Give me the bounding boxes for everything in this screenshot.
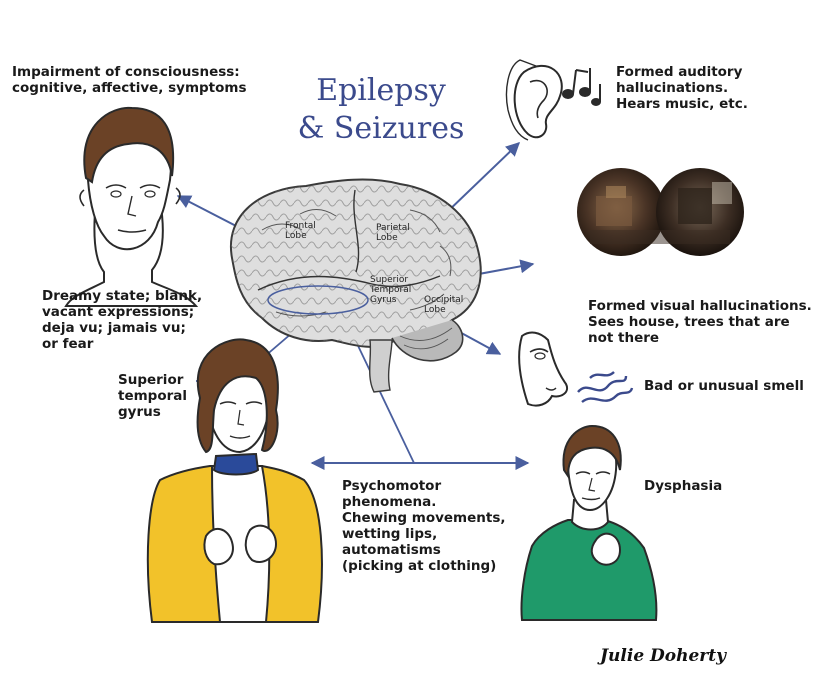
impairment-label: Impairment of consciousness: cognitive, … xyxy=(12,64,247,96)
woman-illustration xyxy=(146,338,323,623)
man-illustration xyxy=(520,424,658,621)
binocular-view-image xyxy=(577,168,744,256)
author-signature: Julie Doherty xyxy=(600,646,726,666)
psychomotor-label: Psychomotor phenomena. Chewing movements… xyxy=(342,478,506,574)
music-note-icon xyxy=(562,68,601,106)
visual-hallucinations-label: Formed visual hallucinations. Sees house… xyxy=(588,298,812,346)
dysphasia-label: Dysphasia xyxy=(644,478,723,494)
title-line-1: Epilepsy xyxy=(316,73,446,108)
smell-wave-icon xyxy=(577,371,634,404)
diagram-title: Epilepsy & Seizures xyxy=(296,72,466,148)
ear-icon xyxy=(505,59,563,141)
man-face-illustration xyxy=(64,106,199,307)
dreamy-state-label: Dreamy state; blank, vacant expressions;… xyxy=(42,288,203,352)
superior-temporal-gyrus-callout: Superior temporal gyrus xyxy=(118,372,188,420)
smell-label: Bad or unusual smell xyxy=(644,378,804,394)
title-line-2: & Seizures xyxy=(297,111,465,146)
auditory-hallucinations-label: Formed auditory hallucinations. Hears mu… xyxy=(616,64,748,112)
nose-icon xyxy=(518,331,568,407)
